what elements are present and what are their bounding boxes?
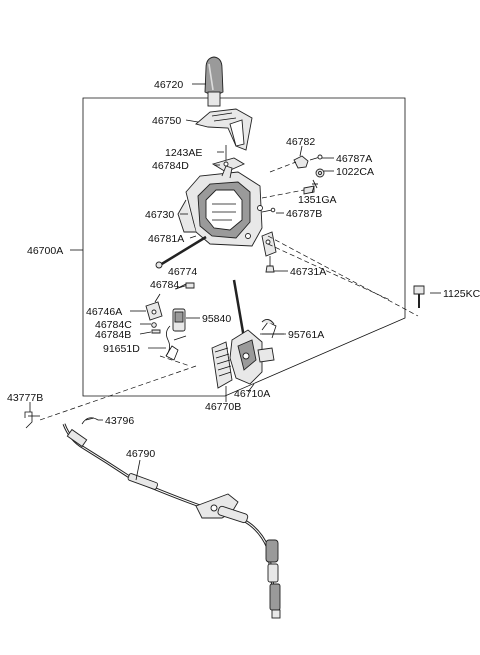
label-1351GA: 1351GA [298, 194, 337, 206]
label-46750: 46750 [152, 115, 181, 127]
housing-screws [261, 185, 315, 213]
shift-lever-housing [177, 165, 263, 247]
label-46787A: 46787A [336, 153, 372, 165]
shift-lever [229, 279, 277, 385]
mounting-bolt [413, 285, 425, 308]
indicator-cover [195, 108, 253, 151]
label-1125KC: 1125KC [443, 288, 480, 300]
gate-plate [211, 341, 233, 389]
label-46784B: 46784B [95, 329, 131, 341]
detent-parts [293, 154, 325, 189]
label-43796: 43796 [105, 415, 134, 427]
label-46784D: 46784D [152, 160, 189, 172]
cable-clip [24, 411, 40, 429]
leader-lines [29, 83, 441, 481]
label-95840: 95840 [202, 313, 231, 325]
dashed-guides [39, 161, 419, 421]
cable-pin [81, 417, 99, 425]
label-1022CA: 1022CA [336, 166, 374, 178]
label-46746A: 46746A [86, 306, 122, 318]
position-sensor [260, 319, 284, 335]
shift-knob [204, 56, 224, 107]
shift-cable [62, 423, 281, 619]
label-46781A: 46781A [148, 233, 184, 245]
solenoid-bracket [145, 293, 163, 334]
label-46790: 46790 [126, 448, 155, 460]
wiring-harness [165, 335, 187, 361]
label-46731A: 46731A [290, 266, 326, 278]
part-labels: 46720 46750 46782 1243AE 46787A 46784D 1… [7, 79, 480, 460]
label-43777B: 43777B [7, 392, 43, 404]
label-46730: 46730 [145, 209, 174, 221]
label-46787B: 46787B [286, 208, 322, 220]
label-46774: 46774 [168, 266, 197, 278]
label-46784: 46784 [150, 279, 179, 291]
bracket [261, 231, 277, 273]
label-95761A: 95761A [288, 329, 324, 341]
label-46710A: 46710A [234, 388, 270, 400]
label-1243AE: 1243AE [165, 147, 202, 159]
indicator-plate [211, 145, 245, 173]
shift-lock-solenoid [165, 308, 186, 357]
assembly-frame [82, 97, 406, 397]
label-46784C: 46784C [95, 319, 132, 331]
label-46700A: 46700A [27, 245, 63, 257]
label-46720: 46720 [154, 79, 183, 91]
label-46782: 46782 [286, 136, 315, 148]
label-46770B: 46770B [205, 401, 241, 413]
label-91651D: 91651D [103, 343, 140, 355]
lever-pin [155, 235, 207, 269]
